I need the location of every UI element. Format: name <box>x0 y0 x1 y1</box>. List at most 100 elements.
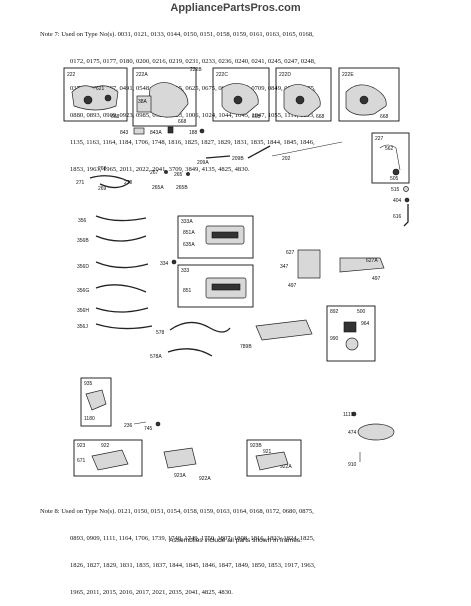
svg-text:789B: 789B <box>240 344 252 350</box>
part-515[interactable]: 515 <box>391 186 409 194</box>
assembly-frame-222e[interactable]: 222E 668 <box>338 67 400 122</box>
cable-356j[interactable]: 356J <box>77 323 153 330</box>
frame-label: 222C <box>216 72 228 78</box>
svg-text:265A: 265A <box>152 185 164 191</box>
svg-text:922A: 922A <box>199 476 211 482</box>
cable-356h[interactable]: 356H <box>77 307 149 314</box>
cable-356[interactable]: 356 <box>78 215 147 224</box>
svg-text:265: 265 <box>174 172 183 178</box>
svg-text:356D: 356D <box>77 264 89 270</box>
part-209b[interactable]: 209B <box>232 145 271 162</box>
svg-text:227: 227 <box>375 136 384 142</box>
part-1119[interactable]: 1119 <box>343 411 357 418</box>
svg-text:935: 935 <box>84 381 93 387</box>
part-843a[interactable]: 843A <box>150 126 174 136</box>
assembly-frame-222d[interactable]: 222D 668 <box>275 67 332 122</box>
svg-text:923: 923 <box>77 443 86 449</box>
svg-text:851A: 851A <box>183 230 195 236</box>
note-8-type-list: Note 8: Used on Type No(s). 0121, 0150, … <box>40 489 316 606</box>
svg-text:236: 236 <box>124 423 133 429</box>
part-label: 38A <box>138 99 148 105</box>
svg-text:270: 270 <box>124 180 133 186</box>
svg-text:923B: 923B <box>250 443 262 449</box>
svg-text:578A: 578A <box>150 354 162 360</box>
cable-356d[interactable]: 356D <box>77 261 149 270</box>
assembly-frame-333[interactable]: 333 851 <box>177 264 254 308</box>
svg-text:635A: 635A <box>183 242 195 248</box>
svg-text:923A: 923A <box>174 473 186 479</box>
part-474-governor[interactable]: 474 <box>348 423 395 441</box>
cable-356b[interactable]: 356B <box>77 235 147 244</box>
svg-text:334: 334 <box>160 261 169 267</box>
part-843[interactable]: 843 <box>120 127 145 136</box>
svg-text:404: 404 <box>393 198 402 204</box>
note-7-line: 1135, 1163, 1164, 1184, 1706, 1748, 1816… <box>70 139 315 146</box>
part-578a[interactable]: 578A <box>150 348 213 360</box>
svg-text:474: 474 <box>348 430 357 436</box>
svg-text:843A: 843A <box>150 130 162 136</box>
svg-text:202: 202 <box>282 156 291 162</box>
svg-text:347: 347 <box>280 264 289 270</box>
svg-text:627A: 627A <box>366 258 378 264</box>
svg-text:356H: 356H <box>77 308 89 314</box>
svg-text:922: 922 <box>101 443 110 449</box>
part-209a[interactable]: 209A <box>197 155 231 166</box>
assembly-frame-222b: 222B <box>190 67 202 73</box>
cable-356g[interactable]: 356G <box>77 284 147 294</box>
assembly-frame-222a[interactable]: 222A 38A 668 <box>132 67 197 127</box>
svg-text:562: 562 <box>385 146 394 152</box>
assembly-frame-227[interactable]: 227 562 505 <box>371 132 410 184</box>
watermark: AppliancePartsPros.com <box>170 2 301 14</box>
note-8-line: 0893, 0909, 1111, 1164, 1706, 1739, 1748… <box>70 535 315 542</box>
svg-text:356G: 356G <box>77 288 89 294</box>
part-202-rod[interactable]: 202 <box>271 141 343 162</box>
svg-text:268: 268 <box>98 166 107 172</box>
svg-text:269: 269 <box>98 186 107 192</box>
assembly-frame-923[interactable]: 923 671 922 <box>73 439 143 477</box>
part-265-group[interactable]: 267 265 265A 265B <box>150 170 190 191</box>
part-404[interactable]: 404 <box>393 197 410 204</box>
part-label: 621 <box>96 86 105 92</box>
svg-text:265B: 265B <box>176 185 188 191</box>
assembly-frame-935[interactable]: 935 1180 <box>80 377 112 427</box>
part-236[interactable]: 236 <box>124 421 147 429</box>
svg-text:578: 578 <box>156 330 165 336</box>
svg-text:356J: 356J <box>77 324 88 330</box>
part-923a[interactable]: 923A 922A <box>163 447 211 482</box>
part-789b[interactable]: 789B <box>240 319 313 350</box>
part-910[interactable]: 910 <box>348 452 361 468</box>
part-745[interactable]: 745 <box>144 421 161 432</box>
svg-text:851: 851 <box>183 288 192 294</box>
part-578[interactable]: 578 <box>156 321 231 336</box>
assembly-frame-333a[interactable]: 333A 851A 635A <box>177 215 254 259</box>
note-8-line: Note 8: Used on Type No(s). 0121, 0150, … <box>40 508 314 515</box>
part-334[interactable]: 334 <box>160 259 177 267</box>
part-627a-bracket[interactable]: 627A 497 <box>339 257 385 282</box>
part-616[interactable]: 616 <box>393 204 409 227</box>
part-label: 668 <box>316 114 325 120</box>
part-627-bracket[interactable]: 627 347 497 <box>280 249 321 289</box>
assembly-frame-222[interactable]: 222 621 668 <box>63 67 128 122</box>
assembly-frame-222c[interactable]: 222C 668 <box>212 67 270 122</box>
svg-text:271: 271 <box>76 180 85 186</box>
svg-text:843: 843 <box>120 130 129 136</box>
svg-text:627: 627 <box>286 250 295 256</box>
part-label: 668 <box>178 119 187 125</box>
assembly-frame-923b[interactable]: 923B 921 922A <box>246 439 302 477</box>
svg-text:267: 267 <box>150 170 159 176</box>
svg-text:892: 892 <box>330 309 339 315</box>
part-label: 668 <box>111 114 120 120</box>
note-7-line: 1853, 1963, 1965, 2011, 2022, 2041, 3709… <box>70 166 250 173</box>
svg-text:209A: 209A <box>197 160 209 166</box>
svg-text:910: 910 <box>348 462 357 468</box>
frame-label: 222D <box>279 72 291 78</box>
svg-text:1119: 1119 <box>343 412 354 418</box>
part-188[interactable]: 188 <box>189 128 205 136</box>
svg-text:505: 505 <box>390 176 399 182</box>
assembly-footnote: Assemblies include all parts shown in fr… <box>168 537 303 544</box>
svg-text:964: 964 <box>361 321 370 327</box>
svg-text:356B: 356B <box>77 238 89 244</box>
part-268-spring[interactable]: 268 271 269 270 <box>76 166 133 192</box>
assembly-frame-892[interactable]: 892 500 964 990 <box>326 305 376 362</box>
